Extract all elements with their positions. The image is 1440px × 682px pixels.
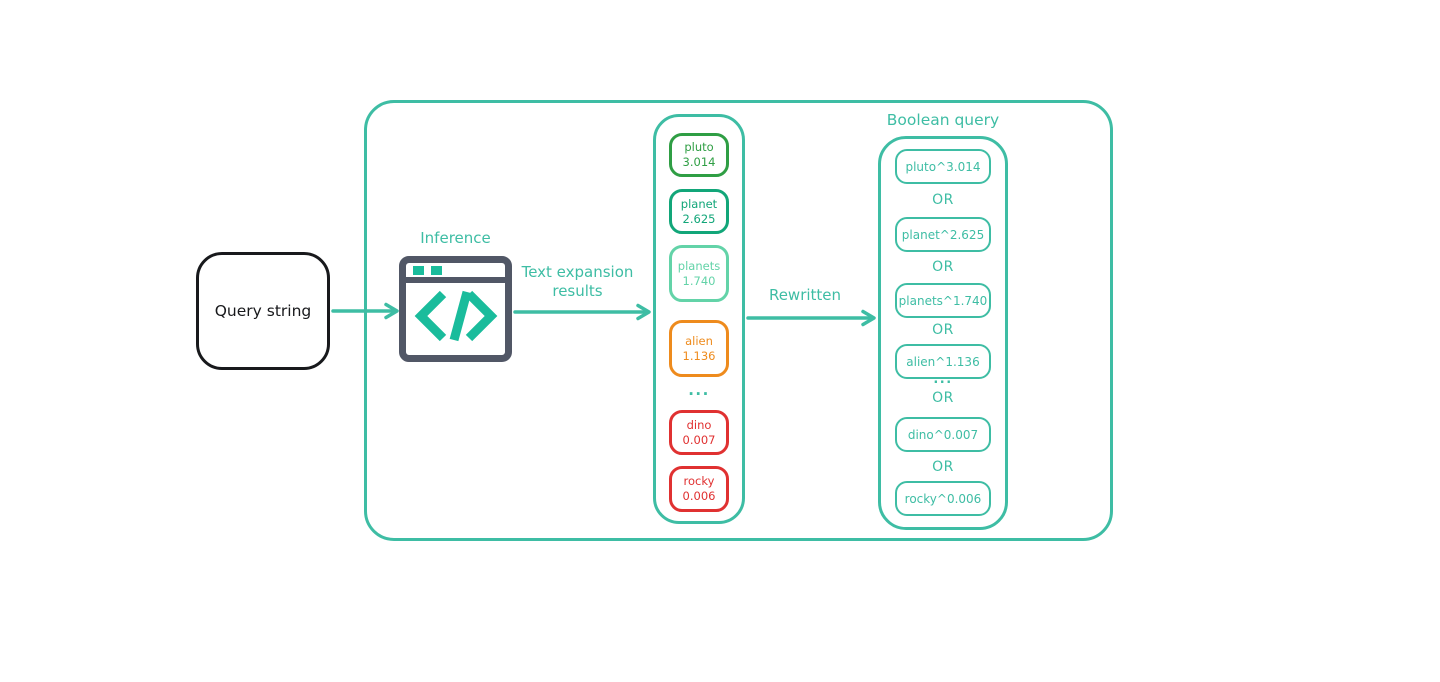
or-operator-label: OR: [932, 192, 954, 208]
query-string-label: Query string: [214, 302, 312, 320]
term-label: dino: [686, 417, 712, 432]
inference-label: Inference: [420, 229, 491, 247]
boolean-clause-box: rocky^0.006: [895, 481, 991, 516]
or-operator-label: OR: [932, 322, 954, 338]
term-label: pluto: [684, 140, 714, 155]
term-score: 1.136: [682, 348, 716, 363]
code-glyph-icon: [414, 290, 497, 342]
term-label: planet: [680, 196, 718, 211]
boolean-clause-box: planet^2.625: [895, 217, 991, 252]
term-box-alien: alien 1.136: [669, 320, 729, 377]
term-label: rocky: [683, 474, 715, 489]
expansion-ellipsis: ...: [688, 381, 710, 399]
window-title-bar: [406, 263, 505, 283]
text-expansion-label: Text expansion results: [521, 263, 634, 300]
pipeline-container: [364, 100, 1113, 541]
boolean-query-title: Boolean query: [886, 111, 1000, 129]
term-box-planet: planet 2.625: [669, 189, 729, 234]
term-score: 0.006: [682, 489, 716, 503]
term-score: 0.007: [682, 432, 716, 447]
boolean-ellipsis: ...: [933, 372, 953, 387]
window-body: [406, 283, 505, 349]
window-dot-icon: [413, 265, 424, 275]
term-score: 3.014: [682, 155, 716, 169]
or-operator-label: OR: [932, 259, 954, 275]
query-string-box: Query string: [196, 252, 330, 370]
rewritten-label: Rewritten: [768, 286, 842, 304]
term-label: alien: [685, 333, 713, 348]
boolean-clause-box: planets^1.740: [895, 283, 991, 318]
term-box-planets: planets 1.740: [669, 245, 729, 302]
window-dot-icon: [431, 265, 442, 275]
term-box-rocky: rocky 0.006: [669, 466, 729, 512]
boolean-clause-box: pluto^3.014: [895, 149, 991, 184]
boolean-clause-box: alien^1.136: [895, 344, 991, 379]
term-score: 2.625: [682, 211, 716, 226]
boolean-clause-box: dino^0.007: [895, 417, 991, 452]
expansion-results-panel: [653, 114, 745, 524]
code-window-icon: [399, 256, 512, 362]
boolean-query-panel: [878, 136, 1008, 530]
term-label: planets: [677, 258, 721, 273]
term-box-dino: dino 0.007: [669, 410, 729, 455]
term-score: 1.740: [682, 273, 716, 288]
term-box-pluto: pluto 3.014: [669, 133, 729, 177]
or-operator-label: OR: [932, 459, 954, 475]
or-operator-label: OR: [932, 390, 954, 406]
